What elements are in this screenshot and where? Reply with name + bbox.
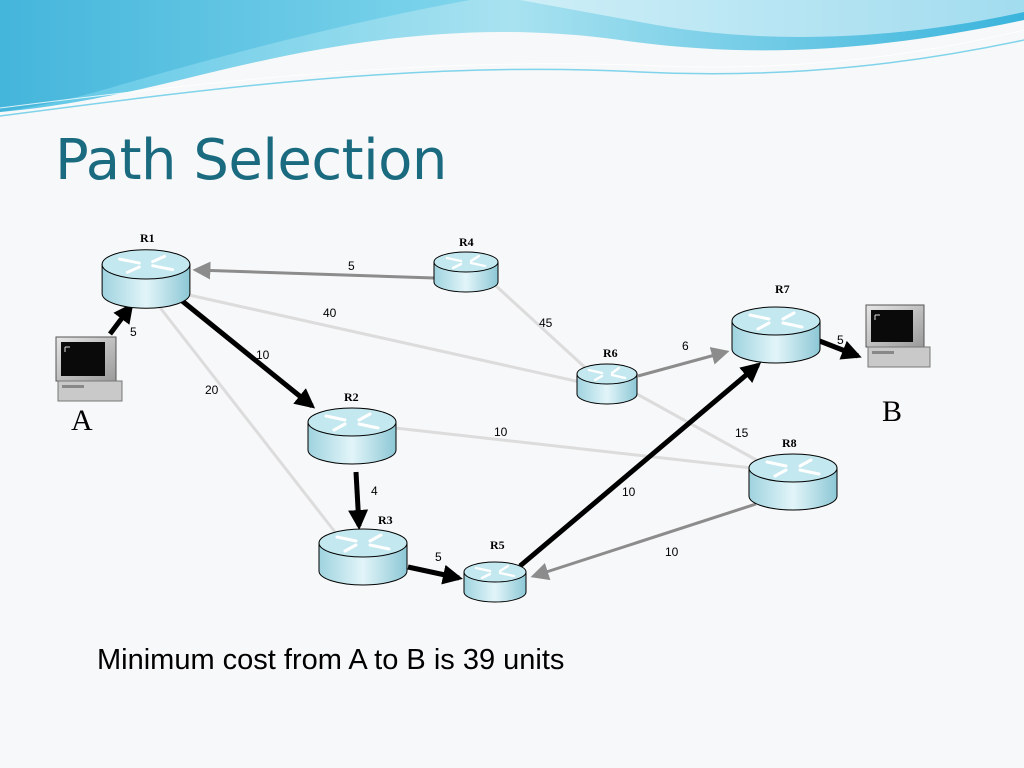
router-arrows-icon bbox=[117, 254, 175, 274]
link-r1-r3 bbox=[156, 304, 337, 533]
weight-r1-r2: 10 bbox=[256, 348, 270, 362]
router-r7 bbox=[731, 306, 821, 364]
weight-r3-r5: 5 bbox=[435, 550, 442, 564]
weight-r7-b: 5 bbox=[837, 333, 844, 347]
link-r4-r6 bbox=[493, 283, 592, 374]
weight-r1-r6: 40 bbox=[323, 306, 337, 320]
router-arrows-icon bbox=[474, 564, 516, 580]
arrow-r2-r3 bbox=[348, 471, 369, 530]
arrow-a-r1 bbox=[108, 302, 134, 336]
router-r6 bbox=[576, 363, 638, 405]
weight-r2-r8: 10 bbox=[494, 425, 508, 439]
arrow-r6-r7 bbox=[637, 347, 730, 378]
router-label-r7: R7 bbox=[775, 282, 790, 296]
router-arrows-icon bbox=[335, 533, 391, 553]
router-label-r3: R3 bbox=[378, 513, 393, 527]
router-r8 bbox=[748, 453, 838, 511]
caption: Minimum cost from A to B is 39 units bbox=[97, 644, 565, 676]
weight-r4-r1: 5 bbox=[348, 259, 355, 273]
router-label-r8: R8 bbox=[782, 436, 797, 450]
weight-r8-r5: 10 bbox=[665, 545, 679, 559]
router-arrows-icon bbox=[765, 458, 821, 478]
weight-r4-r6: 45 bbox=[539, 316, 553, 330]
router-r1 bbox=[101, 249, 191, 309]
router-r2 bbox=[307, 407, 397, 465]
router-arrows-icon bbox=[748, 311, 804, 331]
link-r6-r8 bbox=[634, 391, 761, 464]
computer-icon-b bbox=[865, 304, 931, 368]
router-arrows-icon bbox=[324, 412, 380, 432]
page-title: Path Selection bbox=[55, 128, 447, 193]
router-label-r6: R6 bbox=[603, 346, 618, 360]
arrow-r5-r7 bbox=[518, 362, 762, 568]
router-label-r4: R4 bbox=[459, 235, 474, 249]
arrow-r4-r1 bbox=[192, 261, 435, 280]
host-label-b: B bbox=[882, 395, 902, 428]
router-r5 bbox=[463, 561, 527, 603]
router-label-r5: R5 bbox=[490, 538, 505, 552]
router-label-r2: R2 bbox=[344, 390, 359, 404]
arrow-r1-r2 bbox=[179, 298, 316, 409]
computer-icon-a bbox=[55, 336, 123, 402]
weight-r6-r7: 6 bbox=[682, 339, 689, 353]
arrow-r7-b bbox=[816, 337, 862, 360]
weight-r1-r3: 20 bbox=[205, 383, 219, 397]
router-label-r1: R1 bbox=[140, 231, 155, 245]
weight-r5-r7: 10 bbox=[622, 485, 636, 499]
weight-a-r1: 5 bbox=[130, 325, 137, 339]
arrow-r8-r5 bbox=[530, 502, 757, 581]
router-arrows-icon bbox=[587, 366, 627, 382]
router-arrows-icon bbox=[445, 254, 487, 270]
link-r1-r6 bbox=[179, 291, 581, 384]
host-label-a: A bbox=[71, 404, 93, 437]
header-wave-decoration bbox=[0, 0, 1024, 117]
link-r2-r8 bbox=[394, 426, 753, 470]
weight-r6-r8: 15 bbox=[735, 426, 749, 440]
weight-r2-r3: 4 bbox=[371, 484, 378, 498]
arrow-r3-r5 bbox=[407, 564, 463, 585]
router-r3 bbox=[318, 528, 408, 586]
router-r4 bbox=[433, 251, 499, 293]
